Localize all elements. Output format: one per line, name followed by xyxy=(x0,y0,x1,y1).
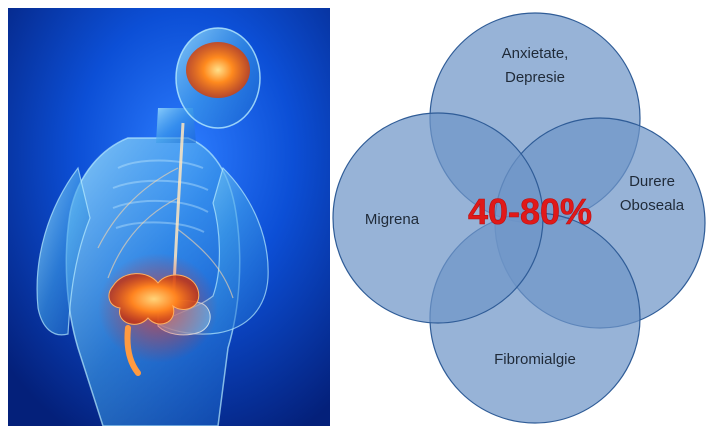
venn-svg: Anxietate, DepresieDurereObosealaFibromia… xyxy=(330,0,715,430)
label-durere-oboseala-line-1: Durere xyxy=(629,173,675,190)
label-anxietate-depresie-line-2: Depresie xyxy=(505,69,565,86)
anatomy-illustration xyxy=(8,8,330,426)
anatomy-svg xyxy=(8,8,330,426)
label-migrena-line-1: Migrena xyxy=(365,211,420,228)
label-fibromialgie-line-1: Fibromialgie xyxy=(494,351,576,368)
label-anxietate-depresie-line-1: Anxietate, xyxy=(502,45,569,62)
brain-highlight xyxy=(186,42,250,98)
label-durere-oboseala-line-2: Oboseala xyxy=(620,197,685,214)
center-percentage: 40-80% xyxy=(468,191,592,232)
